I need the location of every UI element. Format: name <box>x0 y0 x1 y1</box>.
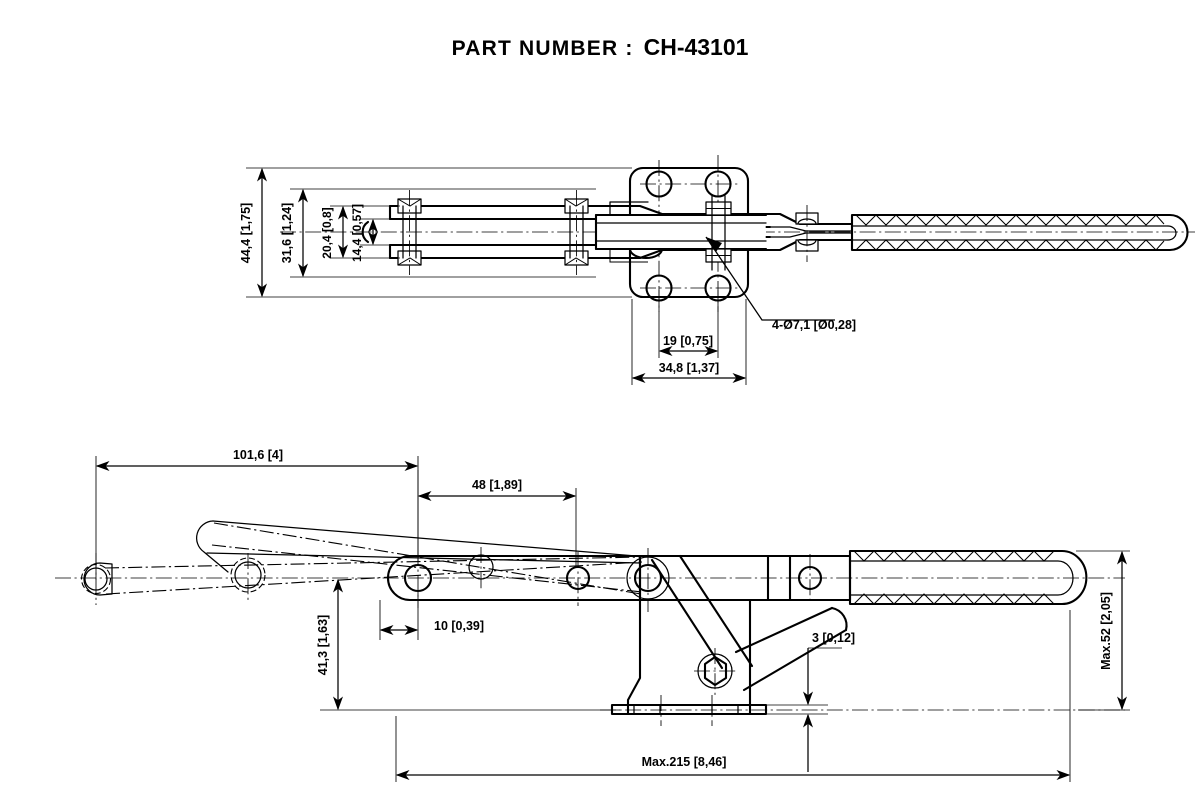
side-handle-knurl-top <box>853 550 1055 562</box>
dim-hole-offset: 10 [0,39] <box>434 619 484 633</box>
side-handle-knurl-bottom <box>853 593 1055 605</box>
phantom-link-upper <box>104 556 642 569</box>
dim-body-width: 31,6 [1,24] <box>280 203 294 263</box>
handle-grip-inner-cap <box>1167 225 1177 241</box>
lever-inner-tab-lower <box>609 249 648 263</box>
phantom-mid-hole-hidden <box>230 557 266 593</box>
lever-boss-lower <box>628 247 664 260</box>
handle-grip-knurl-top <box>855 214 1165 226</box>
dim-mount-height: 41,3 [1,63] <box>316 615 330 675</box>
toggle-arm-upper <box>734 606 834 654</box>
top-view-geometry <box>280 155 1195 312</box>
phantom-link-lower <box>105 561 643 595</box>
toggle-link-diagonal-b <box>678 554 754 668</box>
side-handle-grip <box>848 549 1088 606</box>
open-position-phantom <box>80 520 643 605</box>
dim-bar-projection: 48 [1,89] <box>472 478 522 492</box>
dim-link-width: 20,4 [0,8] <box>320 207 334 258</box>
side-view-dimensions: 101,6 [4] 48 [1,89] 41,3 [1,63] 10 [0,39… <box>95 448 1130 782</box>
leader-arrowhead <box>706 237 722 252</box>
handle-arm-upper <box>764 212 854 226</box>
side-view-geometry <box>55 520 1125 726</box>
dim-base-thickness: 3 [0,12] <box>812 631 855 645</box>
note-mounting-holes: 4-Ø7,1 [Ø0,28] <box>772 318 856 332</box>
left-pivot-eye <box>361 220 370 244</box>
main-pivot-hole <box>633 563 663 593</box>
leader-mounting-holes <box>705 236 835 321</box>
handle-grip-knurl-bottom <box>855 239 1165 251</box>
dim-max-height: Max.52 [2,05] <box>1099 592 1113 670</box>
side-handle-grip-inner <box>849 560 1074 596</box>
clamp-bar-outline <box>386 554 642 602</box>
lever-inner-tab <box>609 201 649 216</box>
left-pin-chamfer-top <box>397 198 422 207</box>
dim-open-reach: 101,6 [4] <box>233 448 283 462</box>
toggle-link-diagonal-a <box>650 558 724 670</box>
phantom-link-diag-1 <box>213 522 642 595</box>
handle-arm-lower-inner <box>765 232 853 238</box>
middle-pin-chamfer-top <box>564 198 589 207</box>
left-pin-assembly <box>397 190 422 275</box>
handle-arm-upper-inner <box>765 226 853 232</box>
left-pin-chamfer-bottom <box>397 257 422 266</box>
top-view-dimensions: 44,4 [1,75] 31,6 [1,24] 20,4 [0,8] 14,4 … <box>239 167 856 385</box>
dim-inner-link-width: 14,4 [0,57] <box>350 204 364 262</box>
dim-hole-spacing: 19 [0,75] <box>663 334 713 348</box>
base-plate-side <box>610 703 768 716</box>
middle-pin-assembly <box>564 190 589 275</box>
middle-pin-chamfer-bottom <box>564 257 589 266</box>
handle-pin-assembly <box>795 205 819 262</box>
toggle-arm-lower <box>742 628 848 692</box>
lever-stack-top-view <box>594 201 768 263</box>
dim-max-length: Max.215 [8,46] <box>642 755 727 769</box>
part-number-value: CH-43101 <box>643 34 749 60</box>
phantom-raised-arm <box>196 520 229 573</box>
phantom-raised-arm-top <box>212 520 637 557</box>
handle-arm-lower <box>764 238 854 252</box>
page-title: PART NUMBER : CH-43101 <box>0 34 1200 61</box>
part-number-label: PART NUMBER : <box>451 37 634 60</box>
dim-overall-height: 44,4 [1,75] <box>239 203 253 263</box>
handle-grip-outline <box>850 213 1189 252</box>
dim-base-width: 34,8 [1,37] <box>659 361 719 375</box>
toggle-arm-end-cap <box>830 606 848 632</box>
